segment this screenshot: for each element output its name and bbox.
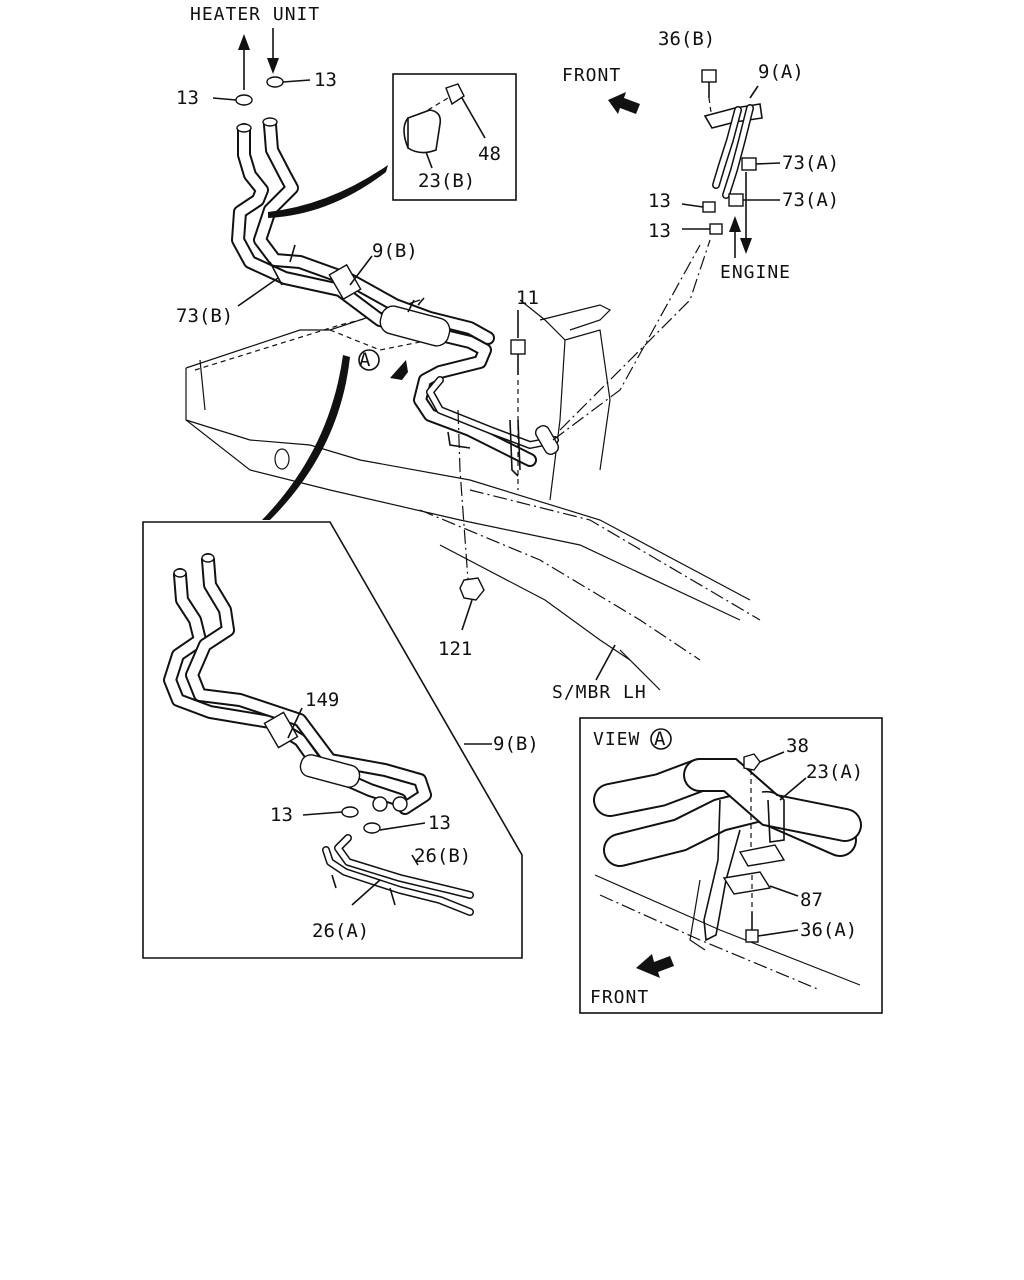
leader-smbr [595, 644, 616, 681]
detail-pointer-upper [268, 165, 388, 218]
part-36b-label: 36(B) [658, 28, 715, 50]
view-a-label: VIEW [593, 729, 640, 750]
view-front-label: FRONT [590, 987, 649, 1008]
part-36a-label: 36(A) [800, 919, 857, 941]
front-direction-label: FRONT [562, 65, 621, 86]
chassis-frame [185, 299, 761, 691]
part-13-label: 13 [648, 190, 671, 212]
part-73a-label: 73(A) [782, 152, 839, 174]
part-48-label: 48 [478, 143, 501, 165]
part-149-label: 149 [305, 689, 339, 711]
heater-unit-arrows [212, 28, 311, 106]
detail-pointer-lower [262, 355, 350, 520]
part-13-label: 13 [428, 812, 451, 834]
part-73a-label: 73(A) [782, 189, 839, 211]
leader-121 [461, 599, 473, 631]
engine-direction-label: ENGINE [720, 262, 791, 283]
view-marker-a: A [359, 349, 371, 371]
part-26b-label: 26(B) [414, 845, 471, 867]
part-13-label: 13 [176, 87, 199, 109]
side-member-lh-label: S/MBR LH [552, 682, 647, 703]
inset-hose-9b [142, 521, 523, 959]
part-13-label: 13 [648, 220, 671, 242]
part-13-label: 13 [314, 69, 337, 91]
part-9a-label: 9(A) [758, 61, 804, 83]
part-23a-label: 23(A) [806, 761, 863, 783]
part-26a-label: 26(A) [312, 920, 369, 942]
inset-view-a: VIEW A FRONT [579, 717, 883, 1014]
leader-73b [237, 277, 279, 307]
front-arrow-icon [636, 954, 674, 978]
part-11-label: 11 [516, 287, 539, 309]
view-a-marker: A [654, 728, 666, 750]
heater-unit-label: HEATER UNIT [190, 4, 320, 25]
part-38-label: 38 [786, 735, 809, 757]
part-9b-label: 9(B) [493, 733, 539, 755]
leader-9b [349, 255, 373, 286]
engine-side-hoses: FRONT [562, 65, 781, 258]
part-87-label: 87 [800, 889, 823, 911]
part-121-label: 121 [438, 638, 472, 660]
front-arrow-icon [608, 92, 640, 114]
part-73b-label: 73(B) [176, 305, 233, 327]
part-9b-label: 9(B) [372, 240, 418, 262]
main-hose-assembly [231, 117, 711, 601]
inset-clip-23b [392, 73, 517, 201]
part-23b-label: 23(B) [418, 170, 475, 192]
part-13-label: 13 [270, 804, 293, 826]
